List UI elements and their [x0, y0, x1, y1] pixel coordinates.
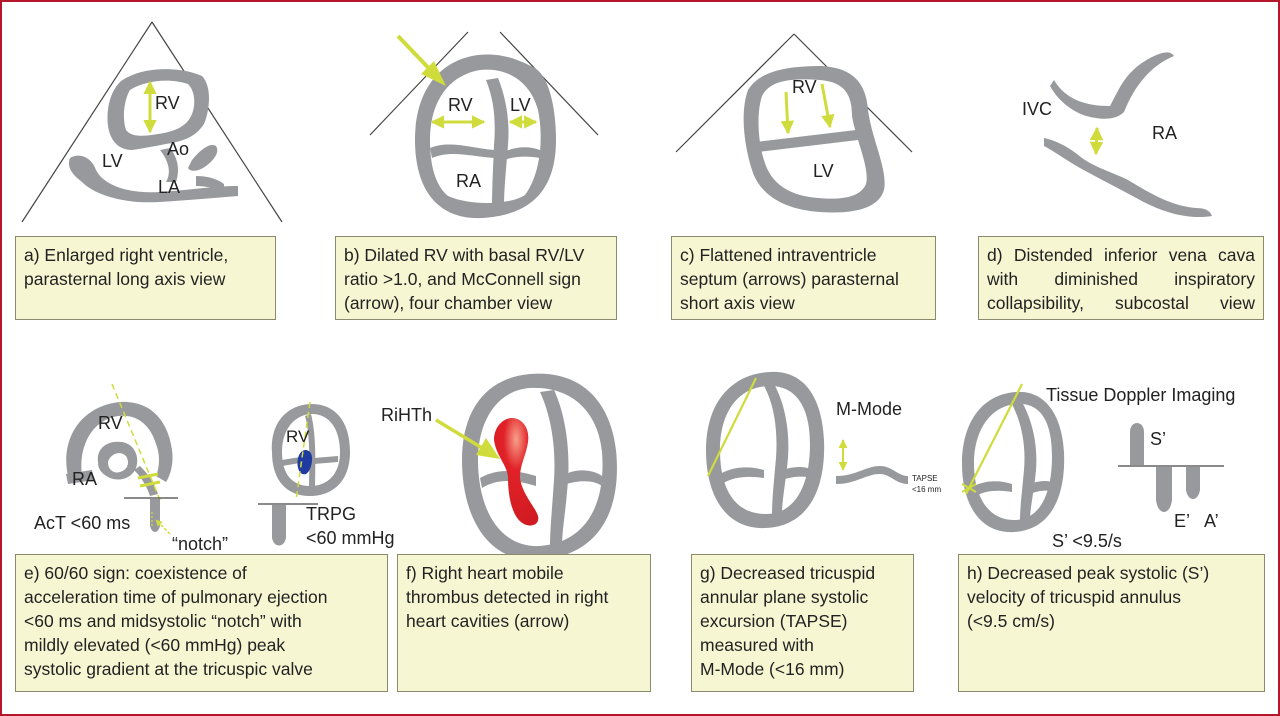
panel-h-drawing	[961, 383, 1224, 533]
panel-f-thrombus	[494, 418, 539, 526]
label-h-e-wave: E’	[1174, 511, 1191, 531]
panel-e-drawing	[66, 383, 178, 535]
panel-g-drawing	[706, 371, 908, 529]
panel-f-heart-wall	[462, 373, 617, 561]
caption-b: b) Dilated RV with basal RV/LV ratio >1.…	[335, 236, 617, 320]
label-e-ra: RA	[72, 469, 98, 489]
caption-c: c) Flattened intraventricle septum (arro…	[671, 236, 936, 320]
label-a-la: LA	[158, 177, 181, 197]
label-f-rihth: RiHTh	[381, 405, 433, 425]
caption-a: a) Enlarged right ventricle, parasternal…	[15, 236, 276, 320]
label-g-tapse: TAPSE	[912, 474, 938, 483]
label-c-lv: LV	[813, 161, 834, 181]
label-a-lv: LV	[102, 151, 123, 171]
label-e-rv-small: RV	[286, 427, 310, 446]
panel-c-drawing	[675, 33, 913, 213]
panel-h-a-wave	[1186, 467, 1200, 499]
panel-e-blue-jet	[297, 450, 313, 475]
label-a-rv: RV	[155, 93, 180, 113]
label-h-s-value: S’ <9.5/s	[1052, 531, 1122, 551]
label-g-mmode: M-Mode	[836, 399, 903, 419]
label-b-ra: RA	[456, 171, 482, 191]
label-e-rv: RV	[98, 413, 123, 433]
caption-g: g) Decreased tricuspid annular plane sys…	[691, 554, 914, 692]
label-h-a-wave: A’	[1204, 511, 1219, 531]
caption-f: f) Right heart mobile thrombus detected …	[397, 554, 651, 692]
panel-h-s-wave	[1130, 423, 1144, 465]
label-g-tapse-value: <16 mm	[912, 485, 942, 494]
label-e-notch: “notch”	[172, 534, 229, 554]
label-d-ra: RA	[1152, 123, 1178, 143]
panel-c-heart-wall	[743, 66, 885, 213]
label-e-trpg: TRPG	[306, 504, 357, 524]
panel-d-upper-wall	[1050, 52, 1174, 119]
label-b-lv: LV	[510, 95, 531, 115]
label-h-tdi: Tissue Doppler Imaging	[1046, 385, 1236, 405]
panel-f-drawing	[435, 373, 617, 561]
label-d-ivc: IVC	[1022, 99, 1053, 119]
panel-d-drawing	[1044, 52, 1212, 218]
caption-e: e) 60/60 sign: coexistence of accelerati…	[15, 554, 388, 692]
label-e-act: AcT <60 ms	[34, 513, 131, 533]
label-c-rv: RV	[792, 77, 817, 97]
label-a-ao: Ao	[167, 139, 190, 159]
panel-a-drawing	[21, 21, 283, 223]
panel-a-lv-wall	[68, 155, 238, 203]
panel-e-small-heart	[258, 401, 350, 546]
caption-d: d) Distended inferior vena cava with dim…	[978, 236, 1264, 320]
caption-h: h) Decreased peak systolic (S’) velocity…	[958, 554, 1265, 692]
panel-h-e-wave	[1156, 467, 1172, 512]
panel-d-lower-wall	[1044, 138, 1212, 218]
label-h-s-wave: S’	[1150, 429, 1167, 449]
label-b-rv: RV	[448, 95, 473, 115]
panel-b-drawing	[369, 31, 599, 219]
panel-a-rv-wall	[107, 69, 209, 150]
label-e-trpg-value: <60 mmHg	[306, 528, 395, 548]
